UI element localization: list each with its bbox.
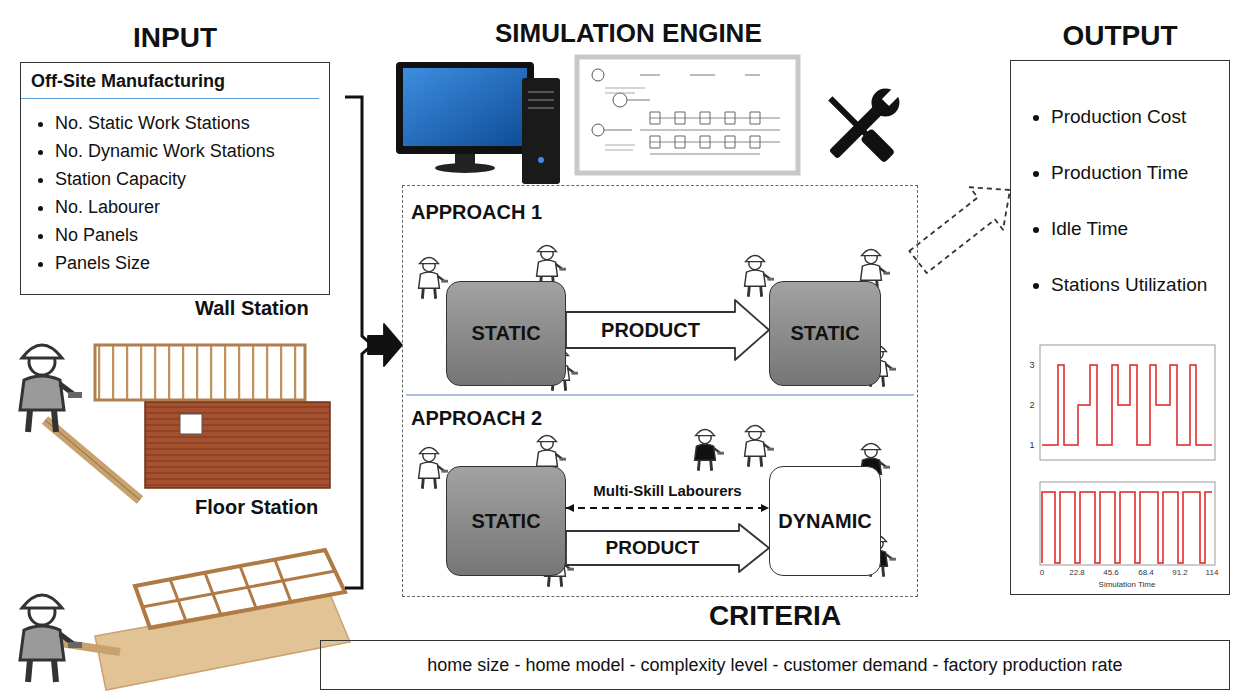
output-box: OUTPUTProduction CostProduction TimeIdle…: [1010, 60, 1230, 595]
label-wrap: 22.8: [1069, 568, 1085, 577]
approach-region: STATIC STATIC STATIC DYNAMIC APPROACH 1 APPRO…: [402, 185, 918, 597]
axis-label: 91.2: [1172, 568, 1188, 577]
bullet-item: No. Static Work Stations: [55, 109, 321, 137]
static-station: STATIC: [446, 281, 566, 386]
axis-label: Simulation Time: [1099, 580, 1156, 589]
dynamic-station: DYNAMIC: [769, 466, 881, 576]
edge-label-wrap: PRODUCT: [601, 319, 700, 342]
axis-label: 22.8: [1069, 568, 1085, 577]
approach-label: APPROACH 2: [403, 406, 917, 430]
computer-icon: [396, 62, 560, 184]
edge-label-wrap: Multi-Skill Labourers: [593, 482, 741, 500]
station-label: DYNAMIC: [772, 510, 877, 533]
bullet-item: Station Capacity: [55, 165, 321, 193]
axis-label: 68.4: [1138, 568, 1154, 577]
bullet-item: Idle Time: [1051, 217, 1221, 241]
static-station: STATIC: [446, 466, 566, 576]
criteria-text: home size - home model - complexity leve…: [321, 641, 1229, 689]
label-wrap: Floor Station: [195, 496, 318, 519]
bullet-list: Production CostProduction TimeIdle TimeS…: [1011, 105, 1229, 297]
input-arrow: [368, 324, 402, 366]
axis-label: 45.6: [1103, 568, 1119, 577]
edge-label: PRODUCT: [601, 319, 700, 342]
edge-label-wrap: PRODUCT: [606, 537, 700, 559]
axis-label: 2: [1029, 400, 1034, 410]
station-label: Wall Station: [195, 297, 309, 320]
static-station: STATIC: [769, 281, 881, 386]
bullet-item: Production Cost: [1051, 105, 1221, 129]
bullet-list: No. Static Work StationsNo. Dynamic Work…: [21, 109, 329, 277]
label-wrap: 3: [1029, 360, 1034, 370]
bullet-item: No. Dynamic Work Stations: [55, 137, 321, 165]
label-wrap: 0: [1040, 568, 1044, 577]
label-wrap: 91.2: [1172, 568, 1188, 577]
station-label: Floor Station: [195, 496, 318, 519]
bullet-item: No. Labourer: [55, 193, 321, 221]
label-wrap: Simulation Time: [1099, 580, 1156, 589]
bullet-item: No Panels: [55, 221, 321, 249]
bullet-item: Stations Utilization: [1051, 273, 1221, 297]
section-heading: OUTPUT: [1011, 19, 1229, 53]
edge-label: Multi-Skill Labourers: [593, 482, 741, 500]
model-screenshot: [577, 57, 798, 173]
bullet-item: Production Time: [1051, 161, 1221, 185]
station-label: STATIC: [465, 510, 546, 533]
section-heading: INPUT: [21, 21, 329, 55]
input-box: INPUTOff-Site ManufacturingNo. Static Wo…: [20, 62, 330, 295]
station-label: STATIC: [784, 322, 865, 345]
axis-label: 1: [1029, 440, 1034, 450]
tools-icon: [823, 80, 908, 165]
diagram-title: SIMULATION ENGINE: [495, 18, 762, 49]
label-wrap: 1: [1029, 440, 1034, 450]
labour-transfer-arrow: [566, 507, 769, 509]
section-heading: CRITERIA: [321, 599, 1229, 633]
product-arrow: [566, 300, 769, 360]
station-label: STATIC: [465, 322, 546, 345]
output-arrow: [909, 187, 1010, 273]
utilization-charts: [1040, 345, 1215, 565]
approach-label: APPROACH 1: [403, 186, 917, 224]
label-wrap: 68.4: [1138, 568, 1154, 577]
criteria-box: CRITERIAhome size - home model - complex…: [320, 640, 1230, 690]
label-wrap: Wall Station: [195, 297, 309, 320]
label-wrap: 114: [1206, 568, 1219, 577]
label-wrap: 2: [1029, 400, 1034, 410]
approach-separator: [406, 394, 914, 396]
floor-panel-illustration: [20, 550, 350, 690]
edge-label: PRODUCT: [606, 537, 700, 559]
label-wrap: 45.6: [1103, 568, 1119, 577]
box-title: Off-Site Manufacturing: [21, 63, 319, 99]
bullet-item: Panels Size: [55, 249, 321, 277]
axis-label: 0: [1040, 568, 1044, 577]
title-wrap: SIMULATION ENGINE: [495, 18, 762, 49]
axis-label: 114: [1206, 568, 1219, 577]
product-arrow: [566, 524, 769, 572]
wall-panel-illustration: [20, 345, 330, 500]
axis-label: 3: [1029, 360, 1034, 370]
